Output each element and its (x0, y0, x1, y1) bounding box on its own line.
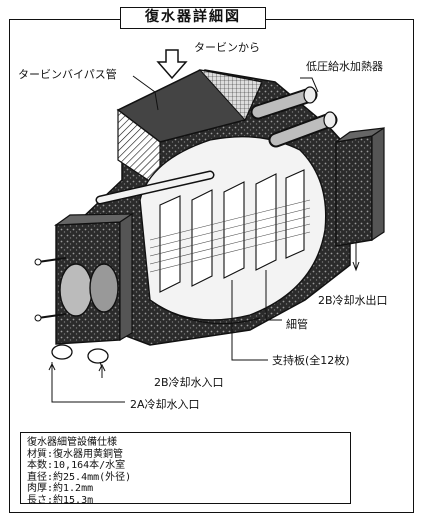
tube-label: 細管 (286, 318, 308, 331)
spec-table: 復水器細管設備仕様 材質:復水器用黄銅管 本数:10,164本/水室 直径:約2… (20, 432, 351, 506)
lp-heater-label: 低圧給水加熱器 (306, 60, 383, 73)
inlet-2b-label: 2B冷却水入口 (154, 376, 224, 389)
turbine-bypass-label: タービンバイパス管 (18, 68, 117, 81)
spec-line: 直径:約25.4mm(外径) (27, 471, 132, 483)
spec-line: 本数:10,164本/水室 (27, 460, 126, 472)
spec-line: 復水器細管設備仕様 (27, 437, 117, 448)
turbine-inlet-arrow (156, 49, 188, 80)
spec-line: 肉厚:約1.2mm (27, 483, 94, 495)
outlet-2b-label: 2B冷却水出口 (318, 294, 388, 307)
leader-lines (48, 75, 360, 403)
right-water-box (335, 126, 385, 247)
page-title: 復水器詳細図 (120, 7, 266, 29)
spec-line: 材質:復水器用黄銅管 (27, 448, 124, 460)
bypass-pipe (95, 170, 215, 205)
turbine-from-label: タービンから (194, 41, 260, 54)
lp-heater-pipes (250, 86, 338, 148)
spec-line: 長さ:約15.3m (27, 494, 94, 506)
support-plate-label: 支持板(全12枚) (272, 354, 350, 367)
inlet-2a-label: 2A冷却水入口 (130, 398, 200, 411)
left-water-box (34, 212, 135, 364)
